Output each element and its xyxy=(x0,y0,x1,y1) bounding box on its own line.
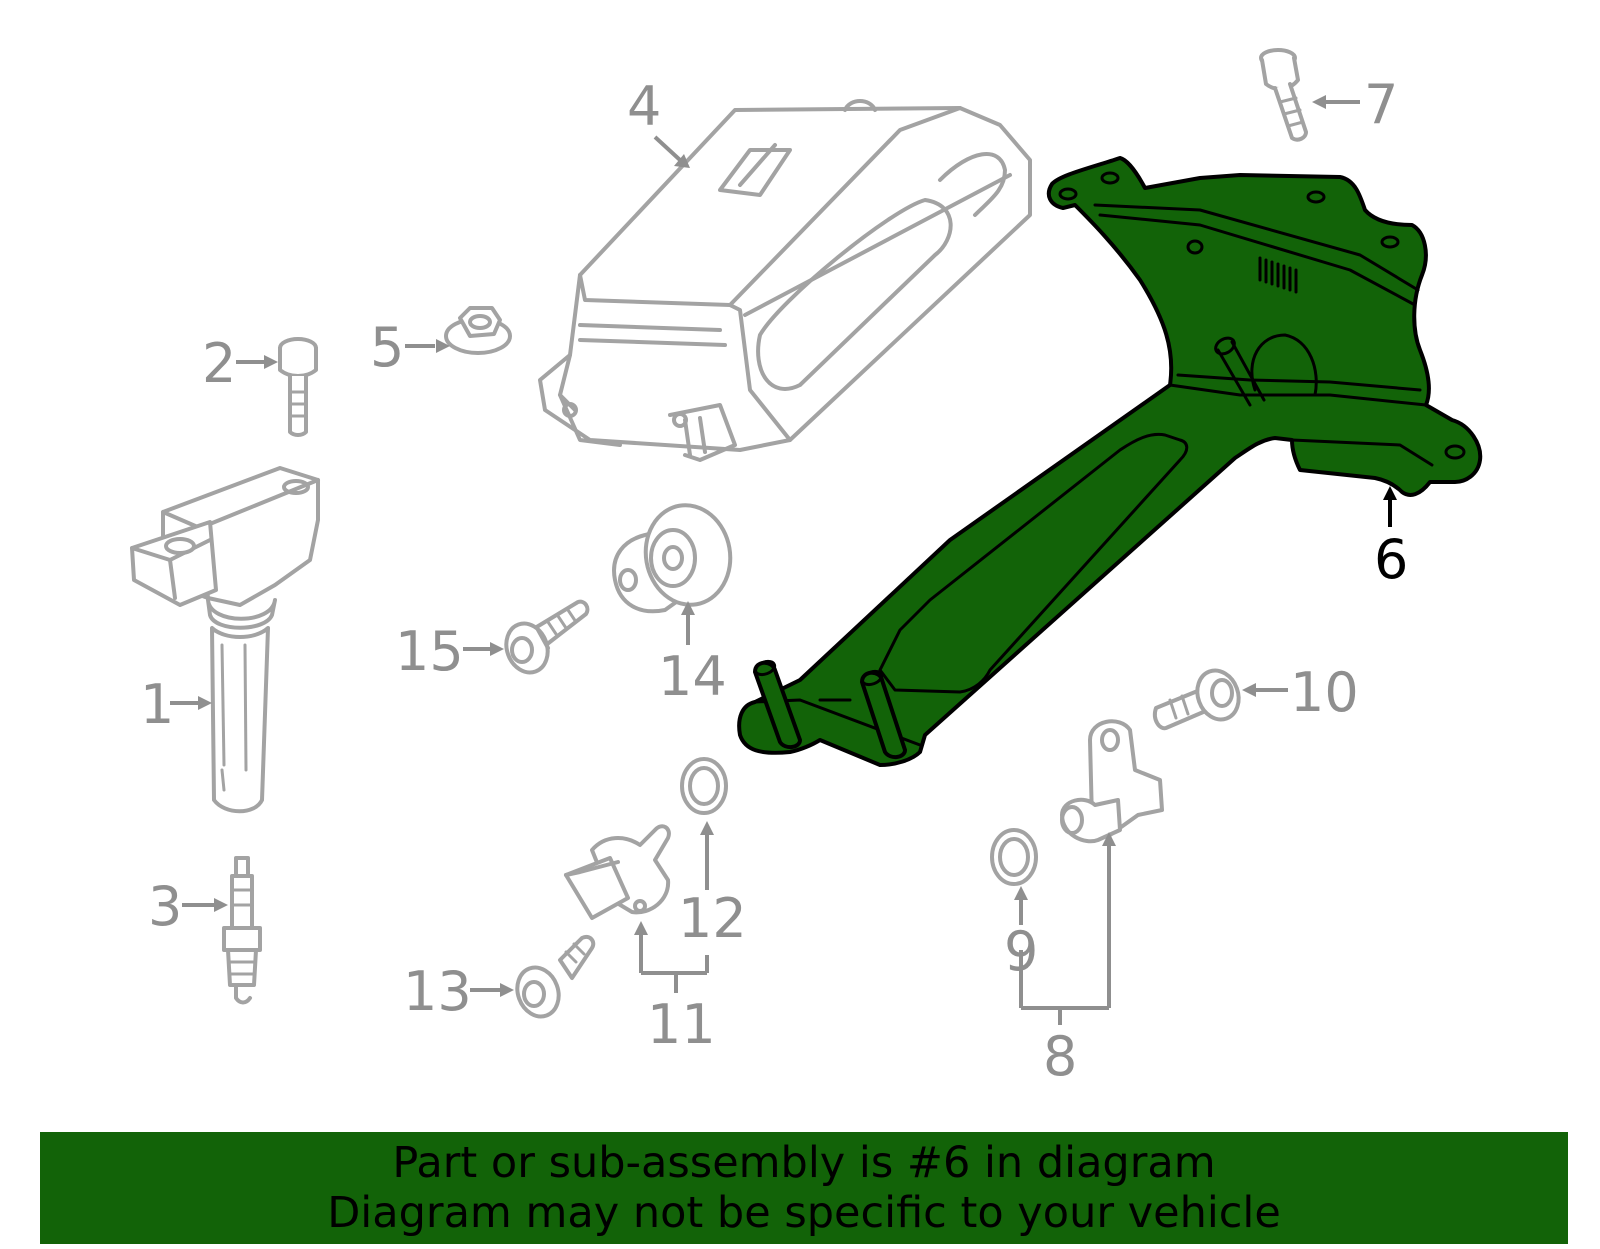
part-7-bolt[interactable] xyxy=(1259,48,1308,142)
part-14-mount[interactable] xyxy=(612,498,738,614)
part-15-bolt[interactable] xyxy=(500,599,590,679)
callout-labels: 1 2 3 4 5 6 7 8 9 10 11 12 13 14 15 xyxy=(140,73,1408,1088)
part-13-bolt[interactable] xyxy=(511,935,596,1022)
callout-7: 7 xyxy=(1364,73,1398,136)
part-8-sensor[interactable] xyxy=(1060,719,1164,844)
part-9-o-ring[interactable] xyxy=(990,828,1038,886)
banner-line-disclaimer: Diagram may not be specific to your vehi… xyxy=(327,1188,1281,1238)
callout-15: 15 xyxy=(395,620,464,683)
part-5-nut[interactable] xyxy=(444,306,512,355)
part-11-sensor[interactable] xyxy=(564,824,671,920)
part-10-bolt[interactable] xyxy=(1153,665,1245,731)
callout-1: 1 xyxy=(140,673,174,736)
part-6-bracket[interactable] xyxy=(737,156,1483,767)
part-4-control-module[interactable] xyxy=(538,99,1032,462)
callout-5: 5 xyxy=(370,316,404,379)
part-2-bolt[interactable] xyxy=(278,337,318,437)
callout-11: 11 xyxy=(647,993,716,1056)
part-3-spark-plug[interactable] xyxy=(222,856,262,1005)
callout-3: 3 xyxy=(148,875,182,938)
callout-12: 12 xyxy=(678,887,747,950)
leader-lines xyxy=(170,95,1397,1025)
callout-4: 4 xyxy=(627,75,661,138)
part-1-ignition-coil[interactable] xyxy=(130,466,320,814)
callout-2: 2 xyxy=(202,332,236,395)
callout-10: 10 xyxy=(1290,661,1359,724)
callout-8: 8 xyxy=(1043,1025,1077,1088)
banner-line-part: Part or sub-assembly is #6 in diagram xyxy=(392,1138,1216,1188)
part-12-o-ring[interactable] xyxy=(680,757,728,815)
callout-13: 13 xyxy=(403,960,472,1023)
callout-6: 6 xyxy=(1374,528,1408,591)
callout-14: 14 xyxy=(658,645,727,708)
callout-9: 9 xyxy=(1004,920,1038,983)
info-banner: Part or sub-assembly is #6 in diagram Di… xyxy=(40,1132,1568,1244)
